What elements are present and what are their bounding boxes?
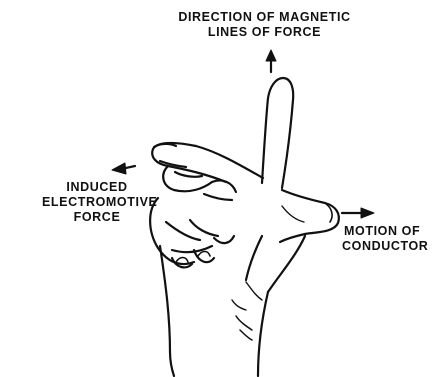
wrist — [160, 246, 174, 376]
emf-label-line2: ELECTROMOTIVE — [42, 195, 152, 210]
motion-label-line1: MOTION OF — [342, 224, 432, 239]
magnetic-label-line2: LINES OF FORCE — [172, 25, 357, 40]
middle-finger — [152, 143, 263, 182]
motion-label-line2: CONDUCTOR — [342, 239, 432, 254]
emf-label-line3: FORCE — [42, 210, 152, 225]
arrow-right-motion — [342, 208, 374, 218]
arrow-up-magnetic — [266, 50, 276, 72]
index-finger — [262, 78, 293, 188]
thumb — [282, 190, 339, 234]
magnetic-label-line1: DIRECTION OF MAGNETIC — [172, 10, 357, 25]
emf-label-line1: INDUCED — [42, 180, 152, 195]
arrow-left-emf — [112, 163, 135, 174]
motion-label: MOTION OF CONDUCTOR — [342, 224, 432, 254]
left-hand — [150, 78, 339, 376]
magnetic-label: DIRECTION OF MAGNETIC LINES OF FORCE — [172, 10, 357, 40]
emf-label: INDUCED ELECTROMOTIVE FORCE — [42, 180, 152, 225]
